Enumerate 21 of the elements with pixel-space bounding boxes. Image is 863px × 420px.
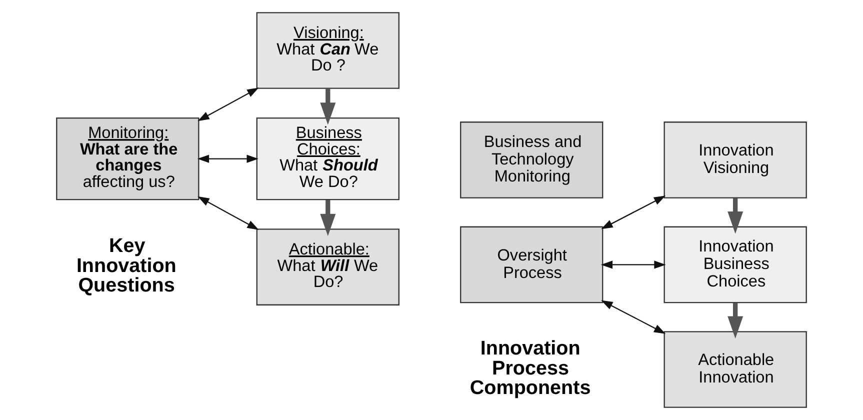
node-box: Innovation Visioning: [664, 122, 807, 198]
node-box: Visioning: What Can We Do ?: [256, 12, 400, 89]
arrow: [728, 198, 744, 234]
arrow: [198, 88, 259, 122]
arrow: [198, 196, 259, 230]
arrow: [320, 200, 336, 236]
node-box: Innovation Business Choices: [664, 226, 807, 304]
node-box: Actionable Innovation: [664, 331, 807, 408]
arrow: [600, 260, 666, 269]
label: Key Innovation Questions: [76, 235, 176, 297]
arrow: [601, 300, 666, 334]
node-box: Business Choices: What Should We Do?: [256, 117, 400, 200]
label: Innovation Process Components: [470, 337, 591, 400]
arrow: [197, 154, 258, 163]
arrow: [320, 88, 336, 125]
node-box: Business and Technology Monitoring: [460, 122, 604, 198]
arrow: [728, 302, 744, 338]
arrow: [601, 196, 666, 230]
node-box: Monitoring: What are the changes affecting us?: [56, 117, 200, 200]
node-box: Actionable: What Will We Do?: [256, 228, 400, 306]
node-box: Oversight Process: [460, 226, 604, 304]
